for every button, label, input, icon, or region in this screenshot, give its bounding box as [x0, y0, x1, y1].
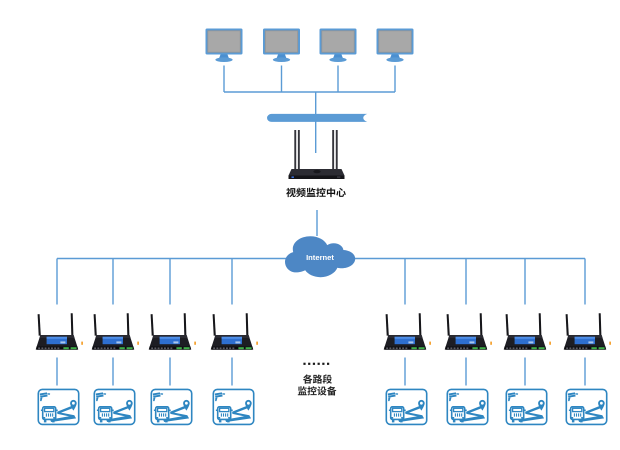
svg-text:Internet: Internet — [306, 253, 334, 262]
